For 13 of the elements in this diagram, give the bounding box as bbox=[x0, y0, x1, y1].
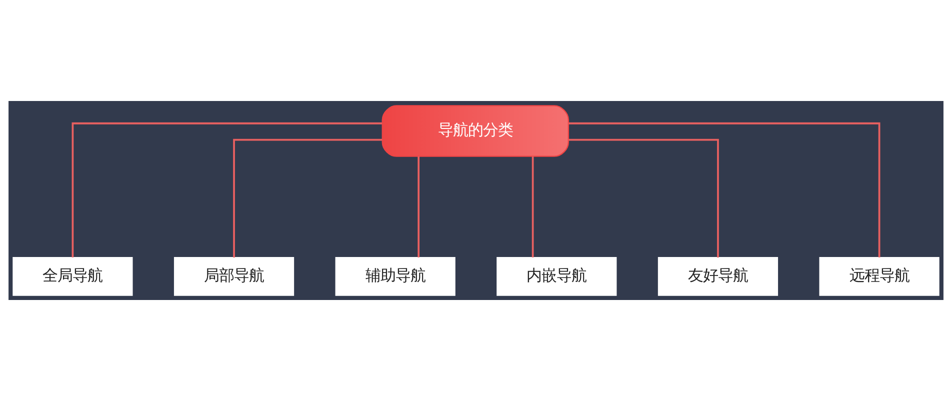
node-box: 辅助导航 bbox=[335, 256, 456, 296]
node-box: 远程导航 bbox=[819, 256, 940, 296]
node-box: 局部导航 bbox=[174, 256, 294, 296]
connector bbox=[418, 156, 420, 257]
node-box: 导航的分类 bbox=[382, 104, 570, 156]
node-box: 友好导航 bbox=[658, 256, 778, 296]
connector bbox=[568, 138, 719, 257]
connector bbox=[532, 156, 534, 257]
connector bbox=[72, 122, 382, 257]
node-box: 全局导航 bbox=[12, 256, 133, 296]
node-box: 内嵌导航 bbox=[496, 256, 617, 296]
connector bbox=[233, 138, 382, 257]
connector bbox=[568, 122, 880, 257]
